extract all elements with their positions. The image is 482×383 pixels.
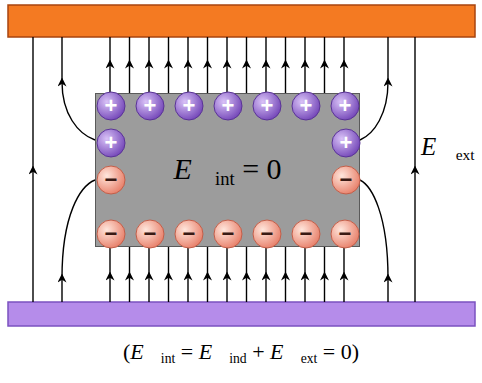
charge-sign: +: [105, 95, 118, 117]
positive-charge: +: [213, 91, 243, 121]
charge-sign: +: [105, 132, 118, 154]
negative-charge: −: [252, 219, 282, 249]
negative-charge: −: [96, 165, 126, 195]
negative-charge: −: [213, 219, 243, 249]
negative-charge: −: [174, 219, 204, 249]
caption: (E⃗int = E⃗ind + E⃗ext = 0): [0, 338, 482, 368]
negative-charge: −: [331, 165, 361, 195]
charge-sign: −: [144, 223, 157, 245]
charge-sign: +: [261, 95, 274, 117]
charge-sign: −: [261, 223, 274, 245]
charge-sign: −: [183, 223, 196, 245]
positive-charge: +: [291, 91, 321, 121]
positive-charge: +: [331, 128, 361, 158]
negative-plate: [8, 302, 475, 326]
charge-sign: −: [339, 223, 352, 245]
negative-charge: −: [330, 219, 360, 249]
positive-charge: +: [252, 91, 282, 121]
positive-charge: +: [330, 91, 360, 121]
charge-sign: +: [339, 95, 352, 117]
charge-sign: −: [300, 223, 313, 245]
field-lines: [33, 37, 415, 302]
negative-charge: −: [96, 219, 126, 249]
negative-charge: −: [135, 219, 165, 249]
positive-charge: +: [174, 91, 204, 121]
conductor-box: E⃗int = 0 + + + + + + + + + − − − − − − − − −: [95, 93, 360, 247]
charge-sign: +: [222, 95, 235, 117]
charge-sign: −: [105, 223, 118, 245]
charge-sign: +: [300, 95, 313, 117]
charge-sign: −: [340, 169, 353, 191]
field-label: E⃗ext: [421, 132, 475, 164]
positive-plate: [8, 5, 475, 37]
positive-charge: +: [96, 128, 126, 158]
charge-sign: +: [144, 95, 157, 117]
negative-charge: −: [291, 219, 321, 249]
charge-sign: +: [340, 132, 353, 154]
charge-sign: −: [105, 169, 118, 191]
field-equation: E⃗int = 0: [173, 151, 281, 190]
charge-sign: −: [222, 223, 235, 245]
positive-charge: +: [135, 91, 165, 121]
positive-charge: +: [96, 91, 126, 121]
charge-sign: +: [183, 95, 196, 117]
